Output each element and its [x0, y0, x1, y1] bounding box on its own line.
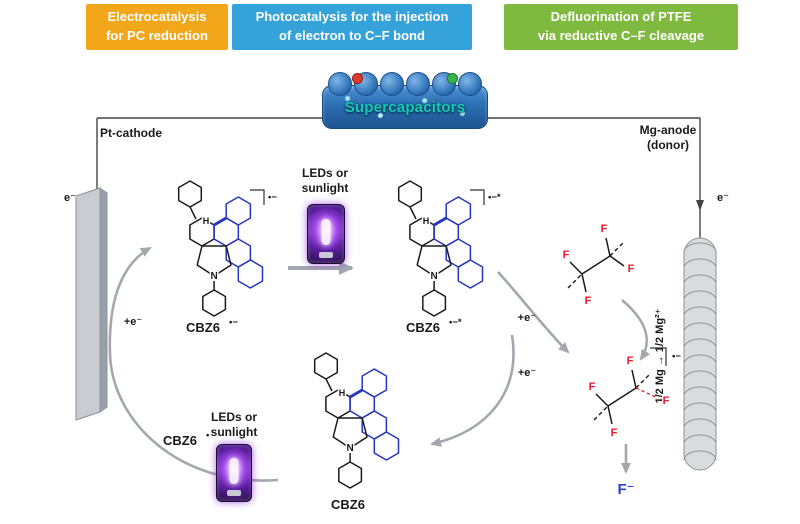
- anode-label: Mg-anode: [640, 123, 697, 137]
- fluorine-label: F: [601, 223, 608, 235]
- pt-cathode-plate-edge: [99, 187, 108, 413]
- plus-electron-cathode: +e⁻: [124, 316, 143, 328]
- supercapacitor-body: [322, 85, 488, 129]
- header-electrocatalysis: Electrocatalysis for PC reduction: [86, 4, 228, 50]
- cbz6-structure-neutral: [313, 351, 400, 490]
- uv-lamp-base: [227, 490, 241, 496]
- plus-electron-transfer-1: +e⁻: [518, 312, 537, 324]
- cycle-arrow-reduction: [108, 246, 279, 482]
- supercapacitor-label: Supercapacitors: [344, 99, 466, 116]
- arrow-catalyst-regeneration: [430, 334, 515, 447]
- label-cbz6-excited: CBZ6: [406, 320, 440, 335]
- ptfe-fragment: F F F F: [561, 222, 636, 309]
- supercapacitor-cell: [354, 72, 378, 96]
- fluorine-label: F: [627, 355, 634, 367]
- supercapacitor-cell: [380, 72, 404, 96]
- label-cbz6-excited-charge: •−*: [449, 317, 462, 328]
- leds-sunlight-label-bottom: LEDs or sunlight: [210, 410, 258, 439]
- label-cbz6-anion-charge: •−: [229, 317, 238, 328]
- charge-bracket-anion: [250, 189, 265, 205]
- cbz6-structure-anion: [177, 179, 264, 318]
- fluoride-ion-label: F⁻: [617, 481, 634, 498]
- anode-half-reaction: 1/2 Mg → 1/2 Mg²⁺: [654, 308, 666, 403]
- leds-sunlight-label-top: LEDs or sunlight: [301, 166, 349, 195]
- uv-lamp-base: [319, 252, 333, 258]
- charge-bracket-excited: [470, 189, 485, 205]
- label-cbz6-radical-charge: •: [206, 430, 210, 441]
- header-photocatalysis: Photocatalysis for the injection of elec…: [232, 4, 472, 50]
- anode-donor-label: (donor): [647, 138, 689, 152]
- supercapacitor-terminal-red: [352, 73, 363, 84]
- uv-lamp-top: [307, 204, 345, 264]
- cbz6-structure-excited: [397, 179, 484, 318]
- fluorine-label: F: [628, 263, 635, 275]
- supercapacitor-image: Supercapacitors: [322, 72, 488, 130]
- arrow-electron-transfer: [497, 271, 570, 354]
- label-cbz6-radical: CBZ6: [163, 433, 197, 448]
- supercapacitor-cell: [458, 72, 482, 96]
- fluorine-label-cleaving: F: [663, 395, 670, 407]
- electron-label-left: e⁻: [64, 192, 76, 204]
- plus-electron-transfer-2: +e⁻: [518, 367, 537, 379]
- charge-ptfe-radical-anion: •−: [672, 351, 681, 362]
- header-defluorination: Defluorination of PTFE via reductive C–F…: [504, 4, 738, 50]
- mg-anode-coil-ribs: [683, 242, 717, 461]
- uv-lamp-tube: [229, 457, 239, 484]
- supercapacitor-cells: [328, 72, 482, 96]
- supercapacitor-cell: [328, 72, 352, 96]
- arrow-ptfe-reduction: [621, 299, 651, 361]
- mg-anode-coil: [683, 237, 717, 471]
- fluorine-label: F: [611, 427, 618, 439]
- uv-lamp-bottom: [216, 444, 252, 502]
- fluorine-label: F: [589, 381, 596, 393]
- charge-excited-bracket: •−*: [488, 192, 501, 203]
- fluorine-label: F: [585, 295, 592, 307]
- pt-cathode-plate: [75, 187, 101, 421]
- label-cbz6-neutral: CBZ6: [331, 497, 365, 512]
- cathode-label: Pt-cathode: [100, 126, 162, 140]
- label-cbz6-anion: CBZ6: [186, 320, 220, 335]
- fluorine-label: F: [563, 249, 570, 261]
- uv-lamp-tube: [321, 218, 331, 245]
- supercapacitor-terminal-green: [447, 73, 458, 84]
- supercapacitor-cell: [406, 72, 430, 96]
- ptfe-radical-anion: F F F F •−: [587, 347, 681, 440]
- charge-bracket-ptfe: [650, 347, 667, 366]
- electron-label-right: e⁻: [717, 192, 729, 204]
- electron-flow-arrow-right: [696, 200, 704, 211]
- charge-anion-bracket: •−: [268, 192, 277, 203]
